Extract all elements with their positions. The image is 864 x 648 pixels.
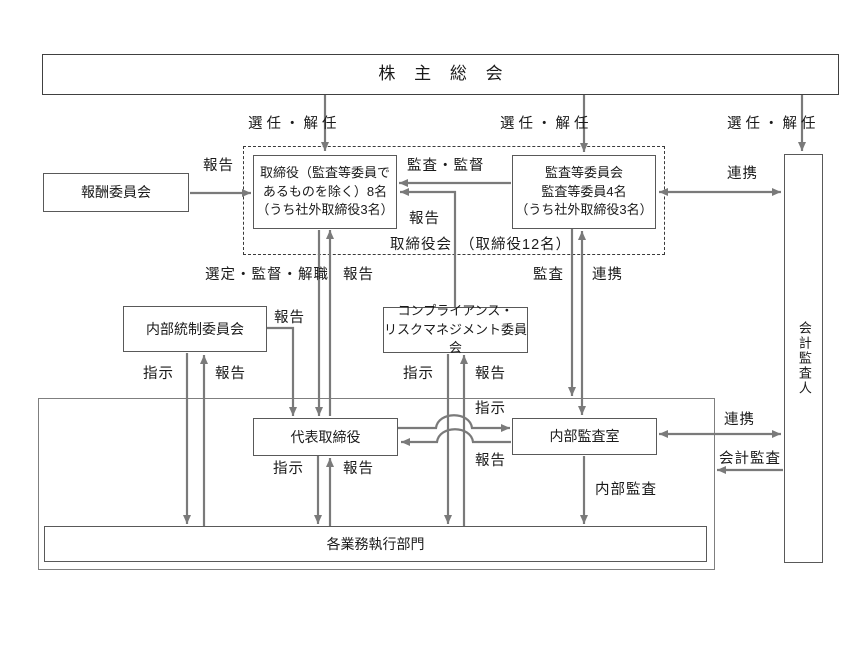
compliance-line2: リスクマネジメント委員会 bbox=[384, 321, 528, 356]
audit-committee-line3: （うち社外取締役3名） bbox=[515, 202, 653, 218]
execution-group-frame bbox=[38, 398, 715, 570]
label-appoint-dismiss-2: 選任・解任 bbox=[500, 116, 593, 132]
label-accounting-audit: 会計監査 bbox=[719, 451, 781, 467]
audit-committee-line1: 監査等委員会 bbox=[544, 164, 623, 180]
audit-committee-line2: 監査等委員4名 bbox=[541, 183, 627, 199]
execution-departments-box: 各業務執行部門 bbox=[44, 526, 707, 562]
directors-box: 取締役（監査等委員で あるものを除く）8名 （うち社外取締役3名） bbox=[253, 155, 397, 229]
label-appoint-dismiss-1: 選任・解任 bbox=[248, 116, 341, 132]
label-audit-mid: 監査 bbox=[533, 267, 564, 283]
label-report-to-internalcontrol: 報告 bbox=[215, 366, 246, 382]
compliance-risk-committee-box: コンプライアンス・ リスクマネジメント委員会 bbox=[383, 303, 528, 355]
compliance-line1: コンプライアンス・ bbox=[397, 302, 514, 318]
label-appoint-dismiss-3: 選任・解任 bbox=[727, 116, 820, 132]
internal-audit-office-box: 内部監査室 bbox=[512, 418, 657, 455]
label-report-internalaudit: 報告 bbox=[475, 453, 506, 469]
directors-line2: あるものを除く）8名 bbox=[262, 183, 388, 199]
board-of-directors-count: （取締役12名） bbox=[460, 237, 572, 253]
label-select-supervise-dismiss: 選定・監督・解職 bbox=[205, 267, 329, 283]
label-instruct-internalaudit: 指示 bbox=[475, 401, 506, 417]
representative-director-box: 代表取締役 bbox=[253, 418, 398, 456]
directors-line1: 取締役（監査等委員で bbox=[259, 164, 390, 180]
compliance-risk-text: コンプライアンス・ リスクマネジメント委員会 bbox=[384, 302, 527, 359]
board-of-directors-label: 取締役会 （取締役12名） bbox=[390, 237, 572, 254]
directors-line3: （うち社外取締役3名） bbox=[256, 202, 394, 218]
internal-control-committee-box: 内部統制委員会 bbox=[123, 306, 267, 352]
shareholders-meeting-box: 株 主 総 会 bbox=[42, 54, 839, 95]
label-report-rep-to-board: 報告 bbox=[343, 267, 374, 283]
label-report-execution: 報告 bbox=[343, 461, 374, 477]
accounting-auditor-box: 会計監査人 bbox=[784, 154, 823, 563]
label-instruct-compliance: 指示 bbox=[403, 366, 434, 382]
accounting-auditor-label: 会計監査人 bbox=[796, 321, 812, 396]
label-cooperate-bottom: 連携 bbox=[724, 412, 755, 428]
label-cooperate-mid: 連携 bbox=[592, 267, 623, 283]
label-instruct-execution: 指示 bbox=[273, 461, 304, 477]
label-report-compliance-to-board: 報告 bbox=[409, 211, 440, 227]
label-report-compensation: 報告 bbox=[203, 158, 234, 174]
directors-text: 取締役（監査等委員で あるものを除く）8名 （うち社外取締役3名） bbox=[256, 164, 393, 221]
label-audit-supervise: 監査・監督 bbox=[407, 158, 485, 174]
label-report-to-compliance: 報告 bbox=[475, 366, 506, 382]
label-instruct-internalcontrol: 指示 bbox=[143, 366, 174, 382]
label-internal-audit: 内部監査 bbox=[595, 482, 657, 498]
audit-committee-text: 監査等委員会 監査等委員4名 （うち社外取締役3名） bbox=[515, 164, 652, 221]
label-report-internalcontrol: 報告 bbox=[274, 310, 305, 326]
label-cooperate-top: 連携 bbox=[727, 166, 758, 182]
compensation-committee-box: 報酬委員会 bbox=[43, 173, 189, 212]
board-of-directors-name: 取締役会 bbox=[390, 237, 452, 253]
audit-committee-box: 監査等委員会 監査等委員4名 （うち社外取締役3名） bbox=[512, 155, 656, 229]
